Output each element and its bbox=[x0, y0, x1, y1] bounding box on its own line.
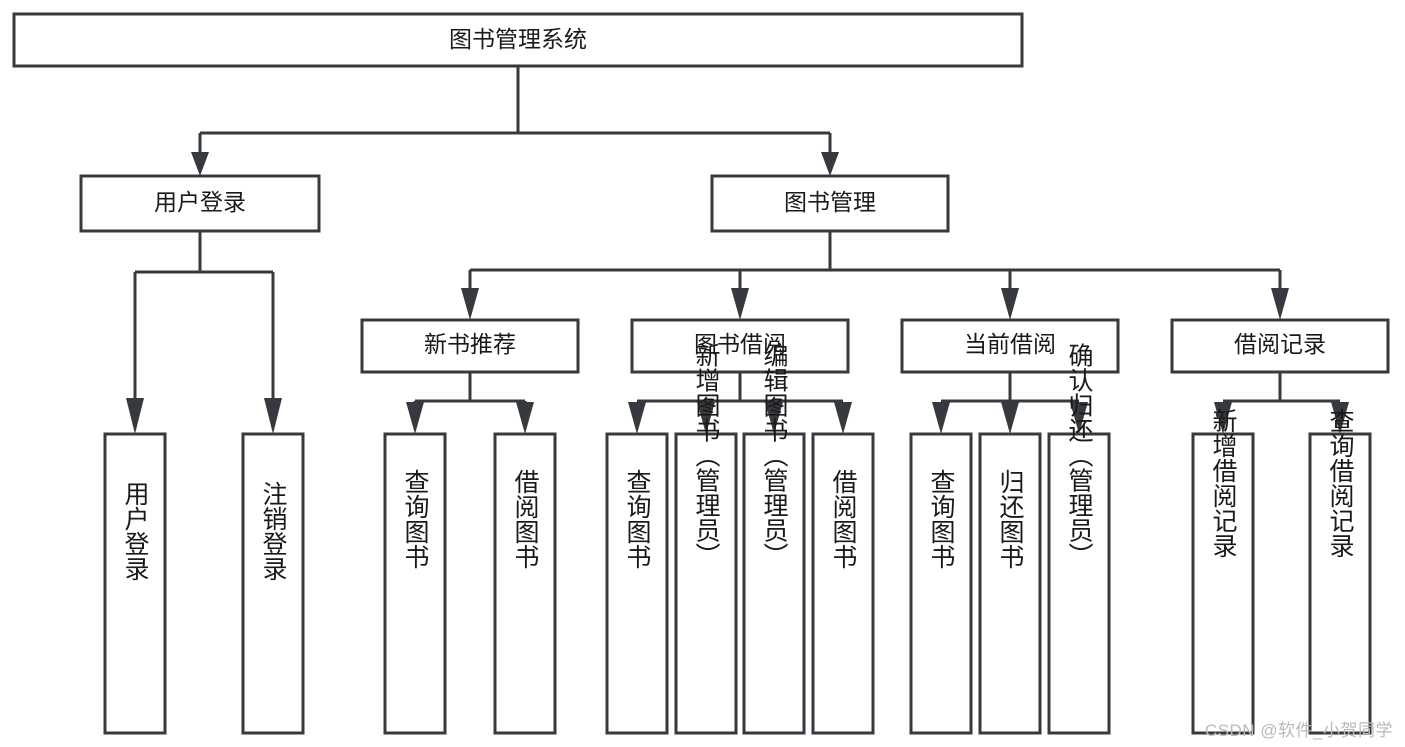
arrow-head-leaf-return-book bbox=[1001, 402, 1019, 434]
arrow-head-leaf-user-logout bbox=[264, 398, 282, 434]
arrow-head-user-login bbox=[191, 152, 209, 176]
connector-layer bbox=[126, 66, 1349, 434]
node-leaf-query-record-label: 查询借阅记录 bbox=[1326, 408, 1355, 558]
node-leaf-return-book-box[interactable] bbox=[978, 432, 1042, 735]
node-leaf-borrow-book-1-label: 借阅图书 bbox=[511, 469, 540, 569]
node-book-manage-label: 图书管理 bbox=[784, 189, 876, 215]
node-user-login-label: 用户登录 bbox=[154, 189, 246, 215]
node-leaf-confirm-return-box[interactable] bbox=[1047, 432, 1111, 735]
arrow-head-leaf-borrow-book-1 bbox=[516, 402, 534, 434]
node-leaf-query-book-3-label: 查询图书 bbox=[927, 469, 956, 569]
node-root-label: 图书管理系统 bbox=[449, 26, 587, 52]
node-leaf-borrow-book-2-box[interactable] bbox=[811, 432, 875, 735]
node-current-borrow-box[interactable] bbox=[900, 318, 1120, 374]
node-leaf-query-book-2[interactable]: 查询图书 bbox=[605, 432, 669, 735]
arrow-head-leaf-add-record bbox=[1214, 402, 1232, 434]
node-leaf-add-book[interactable]: 新增图书（管理员） bbox=[674, 343, 738, 735]
node-leaf-query-record-box[interactable] bbox=[1308, 432, 1372, 735]
node-user-login[interactable]: 用户登录 bbox=[79, 174, 321, 233]
arrow-head-leaf-edit-book bbox=[765, 402, 783, 434]
arrow-head-new-book-rec bbox=[461, 288, 479, 320]
arrow-head-borrow-record bbox=[1271, 288, 1289, 320]
node-leaf-confirm-return[interactable]: 确认归还（管理员） bbox=[1047, 343, 1111, 735]
node-leaf-borrow-book-2[interactable]: 借阅图书 bbox=[811, 432, 875, 735]
node-leaf-add-record[interactable]: 新增借阅记录 bbox=[1191, 408, 1255, 735]
node-book-borrow-box[interactable] bbox=[630, 318, 850, 374]
node-leaf-edit-book[interactable]: 编辑图书（管理员） bbox=[742, 343, 806, 735]
node-leaf-return-book-label: 归还图书 bbox=[996, 469, 1025, 569]
node-leaf-user-logout-label: 注销登录 bbox=[259, 481, 288, 581]
node-current-borrow[interactable]: 当前借阅 bbox=[900, 318, 1120, 374]
node-leaf-user-login[interactable]: 用户登录 bbox=[103, 432, 167, 735]
arrow-head-leaf-query-book-1 bbox=[406, 402, 424, 434]
node-borrow-record[interactable]: 借阅记录 bbox=[1170, 318, 1390, 374]
node-leaf-query-book-2-label: 查询图书 bbox=[623, 469, 652, 569]
arrow-head-leaf-query-book-3 bbox=[932, 402, 950, 434]
node-leaf-confirm-return-label: 确认归还（管理员） bbox=[1065, 343, 1094, 568]
arrow-head-leaf-query-record bbox=[1331, 402, 1349, 434]
node-borrow-record-box[interactable] bbox=[1170, 318, 1390, 374]
node-leaf-borrow-book-1-box[interactable] bbox=[493, 432, 557, 735]
node-new-book-rec[interactable]: 新书推荐 bbox=[360, 318, 580, 374]
node-leaf-edit-book-box[interactable] bbox=[742, 432, 806, 735]
node-book-borrow-label: 图书借阅 bbox=[694, 331, 786, 357]
node-leaf-return-book[interactable]: 归还图书 bbox=[978, 432, 1042, 735]
arrow-head-leaf-query-book-2 bbox=[628, 402, 646, 434]
node-book-manage-box[interactable] bbox=[710, 174, 950, 233]
node-leaf-query-record[interactable]: 查询借阅记录 bbox=[1308, 408, 1372, 735]
node-leaf-user-login-label: 用户登录 bbox=[121, 481, 150, 581]
arrow-head-leaf-borrow-book-2 bbox=[834, 402, 852, 434]
node-leaf-add-book-box[interactable] bbox=[674, 432, 738, 735]
node-leaf-query-book-1-box[interactable] bbox=[383, 432, 447, 735]
arrow-head-leaf-confirm-return bbox=[1070, 402, 1088, 434]
node-book-manage[interactable]: 图书管理 bbox=[710, 174, 950, 233]
node-leaf-query-book-2-box[interactable] bbox=[605, 432, 669, 735]
node-leaf-query-book-1-label: 查询图书 bbox=[401, 469, 430, 569]
node-user-login-box[interactable] bbox=[79, 174, 321, 233]
node-borrow-record-label: 借阅记录 bbox=[1234, 331, 1326, 357]
arrow-head-book-manage bbox=[821, 152, 839, 176]
node-current-borrow-label: 当前借阅 bbox=[964, 331, 1056, 357]
node-root[interactable]: 图书管理系统 bbox=[12, 12, 1024, 68]
node-leaf-user-login-box[interactable] bbox=[103, 432, 167, 735]
arrow-head-leaf-user-login bbox=[126, 398, 144, 434]
arrow-head-current-borrow bbox=[1001, 288, 1019, 320]
node-leaf-query-book-1[interactable]: 查询图书 bbox=[383, 432, 447, 735]
node-leaf-add-record-label: 新增借阅记录 bbox=[1209, 408, 1238, 558]
node-root-box[interactable] bbox=[12, 12, 1024, 68]
arrow-head-book-borrow bbox=[731, 288, 749, 320]
node-leaf-query-book-3-box[interactable] bbox=[909, 432, 973, 735]
node-leaf-add-book-label: 新增图书（管理员） bbox=[692, 343, 721, 568]
node-leaf-edit-book-label: 编辑图书（管理员） bbox=[760, 343, 789, 568]
node-leaf-borrow-book-2-label: 借阅图书 bbox=[829, 469, 858, 569]
node-leaf-user-logout[interactable]: 注销登录 bbox=[241, 432, 305, 735]
node-leaf-add-record-box[interactable] bbox=[1191, 432, 1255, 735]
node-leaf-query-book-3[interactable]: 查询图书 bbox=[909, 432, 973, 735]
node-book-borrow[interactable]: 图书借阅 bbox=[630, 318, 850, 374]
node-leaf-user-logout-box[interactable] bbox=[241, 432, 305, 735]
node-new-book-rec-label: 新书推荐 bbox=[424, 331, 516, 357]
node-leaf-borrow-book-1[interactable]: 借阅图书 bbox=[493, 432, 557, 735]
arrow-head-leaf-add-book bbox=[697, 402, 715, 434]
node-new-book-rec-box[interactable] bbox=[360, 318, 580, 374]
